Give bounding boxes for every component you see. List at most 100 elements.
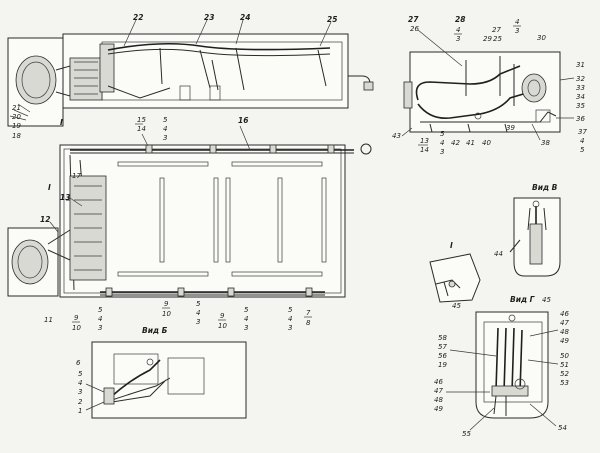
label-43: 43	[392, 132, 401, 140]
top-side-view	[7, 33, 374, 127]
label-25b: 25	[493, 35, 502, 43]
label-41: 41	[466, 139, 475, 147]
label-28: 28	[455, 15, 465, 24]
detail-i: I 45	[429, 241, 481, 310]
label-14b: 14	[137, 125, 146, 133]
label-55: 55	[462, 430, 471, 438]
label-10a: 10	[72, 324, 81, 332]
label-19: 19	[12, 122, 21, 130]
label-53: 53	[560, 379, 569, 387]
label-3-d: 3	[440, 148, 444, 156]
label-56: 56	[438, 352, 447, 360]
label-4-i: 4	[288, 315, 292, 323]
label-5-g: 5	[196, 300, 201, 308]
label-35: 35	[576, 102, 585, 110]
label-33: 33	[576, 84, 585, 92]
label-3-g: 3	[196, 318, 200, 326]
label-21: 21	[12, 104, 21, 112]
label-5-h: 5	[244, 306, 249, 314]
detail-i-panel	[429, 253, 481, 303]
label-47b: 47	[434, 387, 443, 395]
top-unit-block	[69, 57, 103, 101]
label-31: 31	[576, 61, 585, 69]
plan-view	[7, 143, 372, 298]
label-52: 52	[560, 370, 569, 378]
label-1: 1	[78, 407, 82, 415]
label-4-f: 4	[98, 315, 102, 323]
label-24: 24	[240, 13, 250, 22]
label-4-h: 4	[244, 315, 248, 323]
label-13b: 13	[60, 193, 70, 202]
label-5-f: 5	[98, 306, 103, 314]
label-5-i: 5	[288, 306, 293, 314]
label-29: 29	[483, 35, 492, 43]
label-20: 20	[12, 113, 21, 121]
label-19b: 19	[438, 361, 447, 369]
label-10c: 10	[218, 322, 227, 330]
label-58: 58	[438, 334, 447, 342]
label-5-e: 5	[163, 116, 168, 124]
right-side-view	[403, 51, 561, 133]
label-10b: 10	[162, 310, 171, 318]
label-40: 40	[482, 139, 491, 147]
label-45b: 45	[542, 296, 551, 304]
label-18: 18	[12, 132, 21, 140]
section-mark-I-plan: I	[48, 183, 51, 192]
label-36: 36	[576, 115, 585, 123]
label-5-j: 5	[78, 370, 83, 378]
label-3-b: 3	[515, 27, 519, 35]
label-9c: 9	[220, 312, 225, 320]
label-42: 42	[451, 139, 460, 147]
plan-view-labels: 15 14 5 4 3 16 17 13 12 11 9 10 5 4 3 9 …	[40, 116, 312, 332]
plan-cylinder	[11, 239, 49, 285]
label-25: 25	[327, 15, 337, 24]
top-view-labels: 22 23 24 25 21 20 19 18 I	[12, 13, 337, 140]
view-g-title: Вид Г	[510, 295, 536, 304]
label-6-b: 6	[76, 359, 81, 367]
label-9b: 9	[164, 300, 169, 308]
label-48: 48	[560, 328, 569, 336]
label-27: 27	[408, 15, 419, 24]
label-3-i: 3	[288, 324, 292, 332]
label-2: 2	[78, 398, 83, 406]
label-3-top: 3	[456, 35, 460, 43]
view-g: Вид Г 45 46 47 48 49 50 51 52 53 58 57 5…	[434, 295, 569, 438]
label-57: 57	[438, 343, 447, 351]
label-22: 22	[133, 13, 143, 22]
view-v-title: Вид В	[532, 183, 558, 192]
label-4-b: 4	[515, 18, 519, 26]
label-51: 51	[560, 361, 569, 369]
label-34: 34	[576, 93, 585, 101]
label-4-c: 4	[580, 137, 584, 145]
label-16: 16	[238, 116, 248, 125]
label-13a: 13	[420, 137, 429, 145]
label-23: 23	[204, 13, 214, 22]
label-47: 47	[560, 319, 569, 327]
label-49a: 49	[560, 337, 569, 345]
label-4-g: 4	[196, 309, 200, 317]
label-49b: 49	[434, 405, 443, 413]
view-b-title: Вид Б	[142, 326, 168, 335]
right-harness	[415, 65, 521, 101]
label-3-h: 3	[244, 324, 248, 332]
label-45a: 45	[452, 302, 461, 310]
label-3-e: 3	[163, 134, 167, 142]
label-39: 39	[506, 124, 515, 132]
right-view-labels: 27 26 28 4 3 27 29 25 4 3 30 31 32 33 34…	[392, 15, 587, 156]
view-b-panel	[91, 341, 247, 419]
label-30: 30	[537, 34, 546, 42]
label-50: 50	[560, 352, 569, 360]
detail-i-title: I	[450, 241, 453, 250]
label-38: 38	[541, 139, 550, 147]
label-5-c: 5	[580, 146, 585, 154]
label-8: 8	[306, 319, 311, 327]
top-harness	[107, 42, 331, 51]
plan-ring-terminal	[360, 143, 372, 155]
section-mark-I-top: I	[60, 118, 63, 127]
label-26: 26	[410, 25, 419, 33]
label-54: 54	[558, 424, 567, 432]
label-46a: 46	[560, 310, 569, 318]
view-v: Вид В 44	[494, 183, 561, 277]
label-4-top: 4	[456, 26, 460, 34]
